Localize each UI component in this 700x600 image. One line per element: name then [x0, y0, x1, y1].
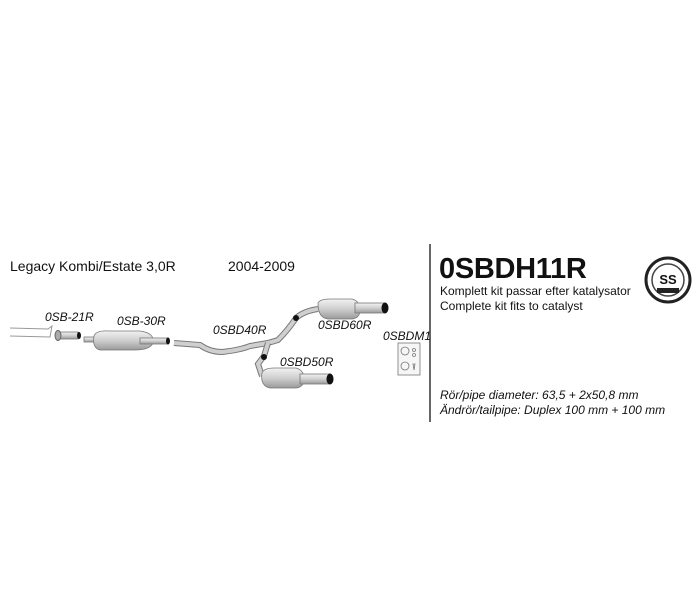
- catalyst-outline: [9, 324, 53, 338]
- tailpipe-spec: Ändrör/tailpipe: Duplex 100 mm + 100 mm: [440, 403, 666, 417]
- ss-quality-logo: SS: [644, 256, 692, 304]
- label-y-pipe: 0SBD40R: [213, 323, 267, 337]
- middle-muffler-part: [83, 330, 170, 351]
- svg-text:SS: SS: [659, 272, 677, 287]
- label-middle-muffler: 0SB-30R: [117, 314, 166, 328]
- rear-muffler-left-part: [261, 367, 334, 389]
- front-pipe-part: [54, 330, 81, 341]
- kit-description-en: Complete kit fits to catalyst: [440, 299, 583, 313]
- label-rear-muffler-left: 0SBD50R: [280, 355, 334, 369]
- rear-muffler-right-part: [317, 298, 389, 320]
- vehicle-years: 2004-2009: [228, 258, 295, 274]
- vehicle-model: Legacy Kombi/Estate 3,0R: [10, 258, 176, 274]
- pipe-diameter-spec: Rör/pipe diameter: 63,5 + 2x50,8 mm: [440, 388, 639, 402]
- label-mounting-kit: 0SBDM1: [383, 329, 432, 343]
- mounting-kit-part: [397, 342, 421, 376]
- kit-code: 0SBDH11R: [439, 253, 587, 285]
- label-rear-muffler-right: 0SBD60R: [318, 318, 372, 332]
- y-pipe-part: [173, 306, 319, 377]
- label-front-pipe: 0SB-21R: [45, 310, 94, 324]
- kit-description-sv: Komplett kit passar efter katalysator: [440, 284, 631, 298]
